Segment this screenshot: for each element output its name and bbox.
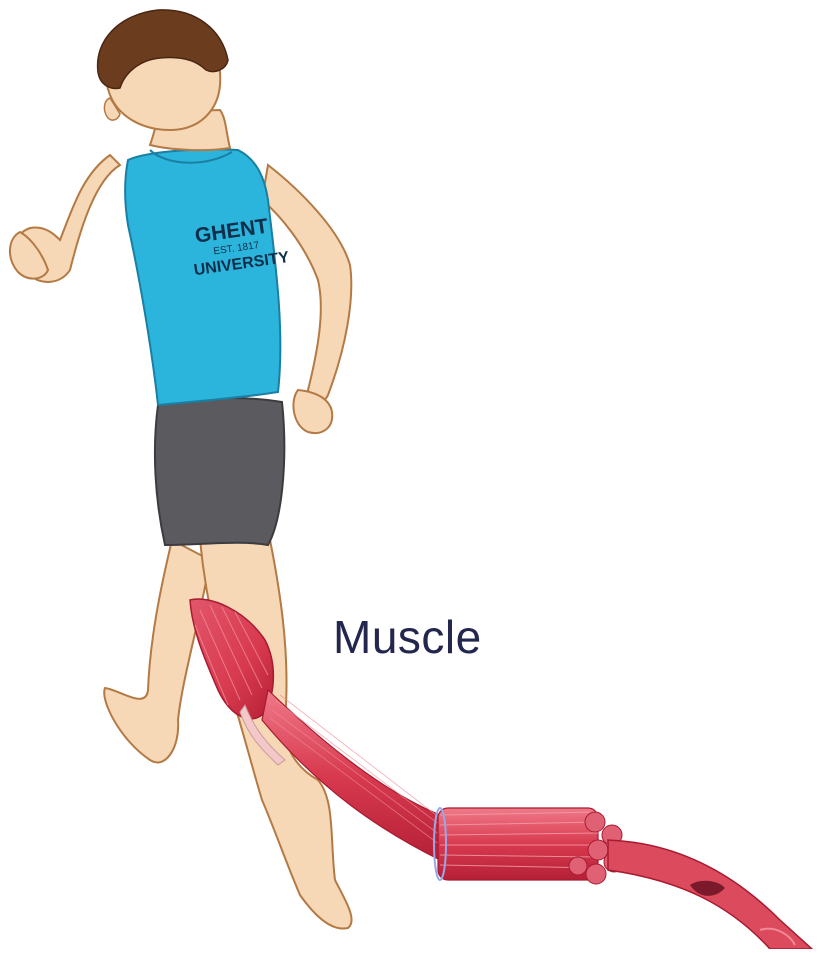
single-muscle-fiber (608, 840, 812, 949)
muscle-label: Muscle (333, 614, 482, 660)
head (98, 10, 230, 150)
fascicle-bundle (434, 808, 624, 884)
back-leg (104, 540, 210, 762)
shorts (155, 398, 284, 545)
left-arm (10, 155, 120, 282)
